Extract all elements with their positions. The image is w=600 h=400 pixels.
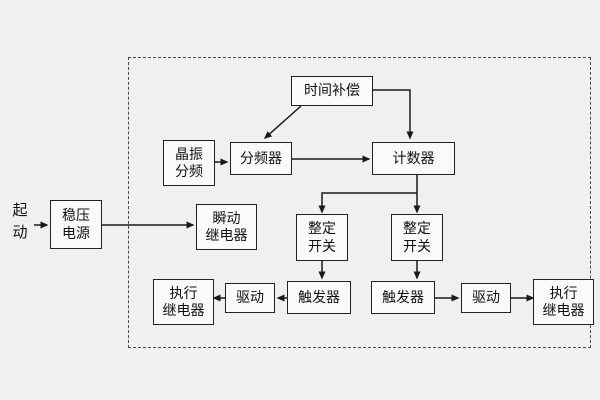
node-drive-right: 驱动 (461, 283, 511, 313)
start-label: 起 动 (12, 202, 28, 241)
node-crystal-divider: 晶振 分频 (163, 140, 215, 186)
node-instant-relay: 瞬动 继电器 (196, 204, 257, 250)
node-frequency-divider: 分频器 (230, 142, 292, 175)
node-setting-switch-left: 整定 开关 (296, 214, 348, 261)
node-counter: 计数器 (372, 142, 455, 175)
node-trigger-right: 触发器 (371, 281, 435, 314)
node-setting-switch-right: 整定 开关 (391, 214, 443, 261)
node-exec-relay-right: 执行 继电器 (533, 279, 594, 325)
node-drive-left: 驱动 (225, 283, 275, 313)
node-exec-relay-left: 执行 继电器 (153, 279, 214, 325)
dashed-boundary-frame (128, 57, 591, 348)
node-time-compensation: 时间补偿 (291, 76, 373, 106)
node-power-supply: 稳压 电源 (50, 200, 102, 249)
node-trigger-left: 触发器 (287, 281, 351, 314)
